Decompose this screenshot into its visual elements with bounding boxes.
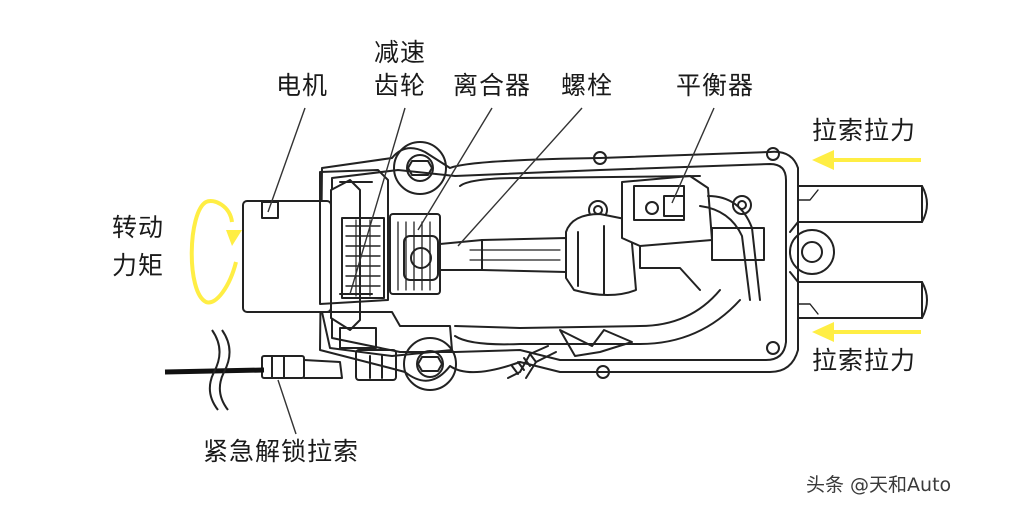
- emergency-release-fitting: [261, 355, 343, 379]
- label-motor: 电机: [276, 71, 329, 100]
- balancer: [621, 175, 765, 301]
- leader-reduction-gear: [349, 107, 406, 295]
- leader-clutch: [417, 107, 493, 231]
- motor: [242, 169, 389, 331]
- label-emergency-release-cable: 紧急解锁拉索: [203, 437, 360, 466]
- label-reduction-gear-line1: 减速: [374, 38, 427, 67]
- right-cable-guides: [789, 185, 928, 319]
- clutch: [389, 213, 441, 295]
- torque-arrow: [189, 199, 242, 305]
- cable-force-arrow-top: [812, 150, 921, 170]
- cable-force-arrow-bottom: [812, 322, 921, 342]
- label-balancer: 平衡器: [676, 71, 755, 100]
- leader-balancer: [671, 107, 715, 204]
- lower-mechanism: [321, 311, 453, 381]
- label-bolt: 螺栓: [561, 71, 614, 100]
- label-cable-force-top: 拉索拉力: [812, 116, 917, 145]
- mounting-boss-bottom: [403, 337, 457, 391]
- label-clutch: 离合器: [453, 71, 532, 100]
- label-reduction-gear-line2: 齿轮: [374, 71, 427, 100]
- watermark: 头条 @天和Auto: [806, 474, 952, 496]
- emergency-release-cable: [164, 329, 265, 411]
- housing-outline: [319, 147, 799, 382]
- mounting-boss-top: [393, 141, 447, 195]
- spindle-nut: [565, 213, 637, 296]
- leader-bolt: [457, 107, 583, 247]
- label-torque-line2: 力矩: [112, 251, 165, 280]
- housing-screws: [588, 147, 780, 379]
- bolt-spindle: [439, 237, 567, 273]
- bottom-connector: [507, 329, 633, 379]
- label-torque-line1: 转动: [112, 213, 165, 242]
- label-cable-force-bottom: 拉索拉力: [812, 346, 917, 375]
- leader-emergency-cable: [277, 379, 297, 435]
- leader-motor: [267, 107, 306, 213]
- reduction-gear: [341, 217, 385, 299]
